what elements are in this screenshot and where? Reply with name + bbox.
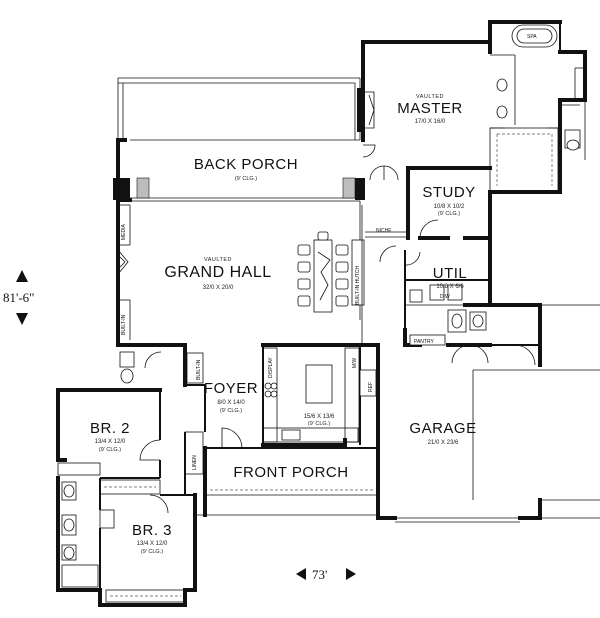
built-in-hutch-cabinet	[351, 205, 365, 345]
width-dimension: 73'	[296, 567, 356, 582]
study-size: 10/8 X 10/2	[434, 204, 465, 210]
br3-label: BR. 3	[132, 522, 172, 539]
garage-details	[451, 304, 600, 519]
depth-label: 81'-6"	[3, 290, 34, 305]
grand-hall-vaulted: VAULTED	[204, 257, 232, 263]
foyer-size: 8/0 X 14/0	[217, 400, 245, 406]
dw-label: D W	[440, 294, 450, 300]
study-label: STUDY	[422, 184, 475, 201]
back-porch-label: BACK PORCH	[194, 156, 298, 173]
media-wall	[117, 204, 131, 340]
garage-size: 21/0 X 23/6	[428, 440, 459, 446]
built-in-foyer-label: BUILT-IN	[196, 359, 202, 380]
kitchen-clg: (9' CLG.)	[308, 421, 330, 427]
br3-size: 13/4 X 12/0	[137, 541, 168, 547]
master-label: MASTER	[397, 100, 463, 117]
built-in-left-label: BUILT-IN	[121, 314, 127, 335]
pantry-label: PANTRY	[414, 339, 434, 345]
ref-label: REF	[368, 382, 374, 392]
media-label: MEDIA	[121, 224, 127, 241]
arrow-right-icon	[346, 568, 356, 580]
br2-size: 13/4 X 12/0	[95, 439, 126, 445]
niche-label: NICHE	[376, 228, 392, 234]
br2-clg: (9' CLG.)	[99, 447, 121, 453]
util-size: 10/8 X 6/6	[436, 284, 464, 290]
master-size: 17/0 X 16/0	[415, 119, 446, 125]
study-details	[365, 219, 439, 239]
back-porch-outline	[113, 77, 375, 200]
back-porch-clg: (9' CLG.)	[235, 176, 257, 182]
display-label: DISPLAY	[268, 357, 274, 378]
br2-label: BR. 2	[90, 420, 130, 437]
grand-hall-label: GRAND HALL	[164, 264, 271, 281]
foyer-clg: (9' CLG.)	[220, 408, 242, 414]
garage-label: GARAGE	[409, 420, 476, 437]
spa-label: SPA	[527, 34, 537, 40]
kitchen-fixtures	[262, 347, 377, 443]
front-porch-outline	[195, 489, 378, 516]
arrow-down-icon	[16, 313, 28, 325]
util-label: UTIL	[433, 265, 468, 282]
bedroom-wing-fixtures	[57, 431, 204, 603]
master-bath-fixtures	[489, 24, 585, 193]
dining-table	[297, 231, 349, 313]
br3-clg: (9' CLG.)	[141, 549, 163, 555]
arrow-left-icon	[296, 568, 306, 580]
linen-label: LINEN	[192, 455, 198, 470]
kitchen-size: 15/6 X 13/6	[304, 414, 335, 420]
built-in-hutch-label: BUILT-IN HUTCH	[355, 266, 361, 305]
arrow-up-icon	[16, 270, 28, 282]
grand-hall-size: 32/0 X 20/0	[203, 285, 234, 291]
study-clg: (9' CLG.)	[438, 211, 460, 217]
front-porch-label: FRONT PORCH	[233, 464, 348, 481]
foyer-label: FOYER	[204, 380, 258, 397]
foyer-details	[119, 351, 243, 449]
master-doors	[362, 144, 399, 181]
master-vaulted: VAULTED	[416, 94, 444, 100]
mw-label: M/W	[352, 357, 358, 368]
width-label: 73'	[312, 567, 327, 582]
util-fixtures	[379, 245, 490, 346]
depth-dimension: 81'-6"	[3, 270, 34, 325]
